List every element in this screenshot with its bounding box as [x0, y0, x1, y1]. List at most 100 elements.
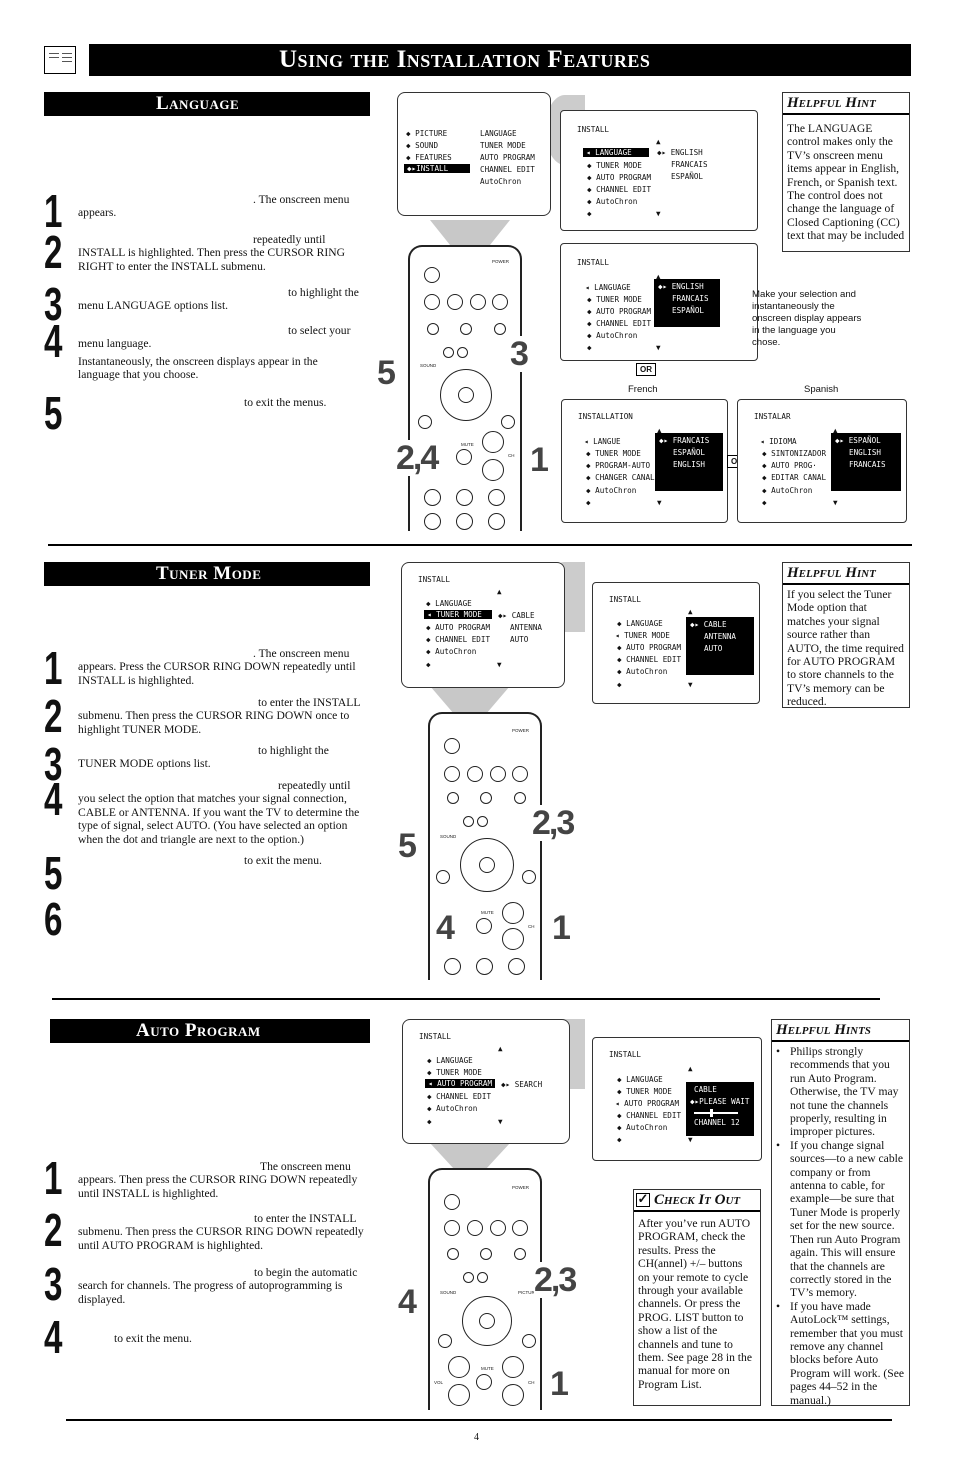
menu-select-button[interactable]	[522, 1334, 536, 1348]
number-button[interactable]	[444, 958, 461, 975]
option: ESPAÑOL	[671, 172, 704, 181]
ch-up-button[interactable]	[502, 1356, 524, 1378]
power-button[interactable]	[424, 267, 440, 283]
mute-button[interactable]	[476, 1374, 492, 1390]
rewind-button[interactable]	[444, 766, 460, 782]
number-button[interactable]	[508, 958, 525, 975]
ch-up-button[interactable]	[482, 431, 504, 453]
progress-bar	[690, 1108, 750, 1117]
power-button[interactable]	[444, 1194, 460, 1210]
step-number: 1	[44, 1152, 63, 1204]
step-number: 4	[44, 1311, 63, 1363]
up-button[interactable]	[457, 347, 468, 358]
tv-button[interactable]	[447, 792, 459, 804]
mute-label: MUTE	[481, 1366, 494, 1371]
power-label: POWER	[492, 259, 510, 264]
status-exit-button[interactable]	[438, 1334, 452, 1348]
step-text: to highlight the TUNER MODE options list…	[78, 744, 329, 771]
up-button[interactable]	[477, 1272, 488, 1283]
dn-button[interactable]	[463, 1272, 474, 1283]
vcr-button[interactable]	[460, 323, 472, 335]
number-button[interactable]	[488, 513, 505, 530]
ok-center-button[interactable]	[458, 387, 474, 403]
menu-item: ◆ CHANNEL EDIT	[617, 1111, 682, 1120]
ch-down-button[interactable]	[502, 928, 524, 950]
menu-item: ◆ AUTO PROGRAM	[587, 173, 652, 182]
screen-title: INSTALL	[577, 125, 610, 134]
menu-item: ◆ AutoChron	[587, 197, 638, 206]
step-text: repeatedly until you select the option t…	[78, 779, 360, 846]
step-text: . The onscreen menu appears. Press the C…	[78, 647, 356, 687]
rewind-button[interactable]	[424, 294, 440, 310]
number-button[interactable]	[424, 489, 441, 506]
vol-down-button[interactable]	[448, 1384, 470, 1406]
hint-heading: Helpful Hint	[783, 563, 909, 585]
acc-button[interactable]	[494, 323, 506, 335]
play-button[interactable]	[470, 294, 486, 310]
vcr-button[interactable]	[480, 1248, 492, 1260]
menu-item: ◆ AUTO PROG·	[762, 461, 817, 470]
hint-bullet: •If you have made AutoLock™ settings, re…	[776, 1299, 904, 1407]
play-button[interactable]	[490, 1220, 506, 1236]
menu-item: ◂ IDIOMA	[760, 437, 797, 446]
mute-button[interactable]	[456, 449, 472, 465]
stop-button[interactable]	[467, 1220, 483, 1236]
menu-item: ◆ AutoChron	[426, 647, 477, 656]
remote-control: POWER SOUND MUTE CH	[408, 245, 522, 531]
step-callout: 2,4	[396, 439, 439, 477]
menu-select-button[interactable]	[522, 870, 536, 884]
menu-item: ◆ AutoChron	[586, 486, 637, 495]
cursor-ring[interactable]	[440, 369, 492, 421]
tv-button[interactable]	[447, 1248, 459, 1260]
power-label: POWER	[512, 1185, 530, 1190]
install-screen: INSTALL ▲ ◆ LANGUAGE ◂ TUNER MODE ◆ AUTO…	[592, 582, 760, 704]
dn-button[interactable]	[443, 347, 454, 358]
menu-item: ◆ CHANNEL EDIT	[587, 319, 652, 328]
ch-up-button[interactable]	[502, 902, 524, 924]
step-number: 3	[44, 738, 63, 790]
number-button[interactable]	[456, 489, 473, 506]
rewind-button[interactable]	[444, 1220, 460, 1236]
cursor-ring[interactable]	[460, 838, 514, 892]
status-exit-button[interactable]	[436, 870, 450, 884]
options-box: ◆▸ FRANCAIS ESPAÑOL ENGLISH	[655, 433, 723, 491]
step-number: 1	[44, 642, 63, 694]
menu-item: ◆ LANGUAGE	[427, 1056, 473, 1065]
stop-button[interactable]	[467, 766, 483, 782]
up-button[interactable]	[477, 816, 488, 827]
ch-down-button[interactable]	[482, 459, 504, 481]
acc-button[interactable]	[514, 792, 526, 804]
number-button[interactable]	[488, 489, 505, 506]
option: ◆▸ SEARCH	[501, 1080, 543, 1089]
ch-down-button[interactable]	[502, 1384, 524, 1406]
stop-button[interactable]	[447, 294, 463, 310]
sound-label: SOUND	[420, 363, 437, 368]
acc-button[interactable]	[514, 1248, 526, 1260]
power-button[interactable]	[444, 738, 460, 754]
ok-center-button[interactable]	[479, 857, 495, 873]
fast-forward-button[interactable]	[512, 766, 528, 782]
fast-forward-button[interactable]	[492, 294, 508, 310]
options-box: ◆▸ CABLE ANTENNA AUTO	[686, 617, 754, 675]
menu-item: AUTO PROGRAM	[480, 153, 535, 162]
step-text: to highlight the menu LANGUAGE options l…	[78, 286, 359, 313]
menu-item: ◆ PROGRAM-AUTO	[586, 461, 651, 470]
fast-forward-button[interactable]	[512, 1220, 528, 1236]
play-button[interactable]	[490, 766, 506, 782]
step-number: 2	[44, 1204, 63, 1256]
status-exit-button[interactable]	[418, 415, 432, 429]
step-callout: 1	[552, 909, 571, 947]
tv-button[interactable]	[427, 323, 439, 335]
number-button[interactable]	[456, 513, 473, 530]
hint-bullet: •Philips strongly recommends that you ru…	[776, 1045, 899, 1139]
dn-button[interactable]	[463, 816, 474, 827]
vcr-button[interactable]	[480, 792, 492, 804]
mute-button[interactable]	[476, 918, 492, 934]
menu-item: ◆ AutoChron	[427, 1104, 478, 1113]
ok-center-button[interactable]	[479, 1313, 495, 1329]
menu-select-button[interactable]	[501, 415, 515, 429]
step-text: to enter the INSTALL submenu. Then press…	[78, 696, 360, 736]
vol-up-button[interactable]	[448, 1356, 470, 1378]
number-button[interactable]	[424, 513, 441, 530]
number-button[interactable]	[476, 958, 493, 975]
